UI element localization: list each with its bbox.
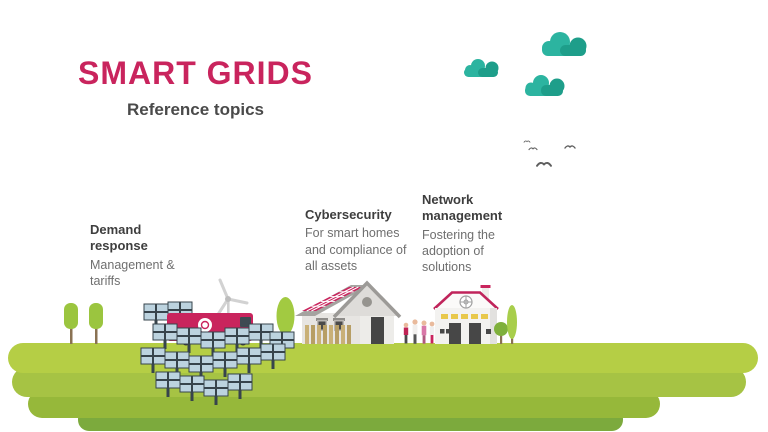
community-building	[433, 285, 499, 344]
solar-panel	[212, 351, 238, 377]
tree	[64, 303, 78, 329]
trees-right	[494, 305, 517, 344]
solar-panel	[236, 347, 262, 373]
small-window	[446, 329, 451, 334]
person	[429, 321, 435, 344]
small-window	[440, 329, 445, 334]
solar-panel	[140, 347, 166, 373]
solar-panel-field	[140, 323, 295, 405]
hill-band-1	[8, 343, 758, 373]
solar-panel	[176, 327, 202, 353]
solar-panel	[152, 323, 178, 349]
bird	[536, 161, 552, 167]
trees-left	[64, 303, 103, 344]
solar-panel	[200, 331, 226, 357]
rolling-hills	[8, 343, 758, 431]
people-group	[403, 319, 435, 344]
roof-edge	[332, 280, 402, 319]
house-door	[371, 317, 384, 344]
person	[412, 319, 418, 344]
house-window	[316, 318, 328, 331]
bird	[564, 145, 576, 149]
building-wall	[435, 308, 497, 344]
solar-panel	[203, 379, 229, 405]
person	[421, 320, 427, 344]
building-door	[469, 323, 481, 344]
smart-home-with-solar-roof	[295, 280, 402, 344]
birds	[523, 140, 576, 167]
tree	[507, 305, 517, 339]
page-title: SMART GRIDS	[78, 55, 313, 91]
rooftop-solar-array	[302, 286, 363, 312]
tree	[494, 322, 508, 336]
bird	[523, 140, 531, 143]
page-subtitle: Reference topics	[127, 100, 264, 119]
cloud	[464, 59, 499, 77]
gable-vent	[362, 297, 372, 307]
chimney	[482, 287, 489, 299]
topic-description: Management & tariffs	[90, 257, 175, 288]
cloud	[525, 75, 565, 96]
topic-network-management: Network management Fostering the adoptio…	[422, 192, 517, 275]
window-row	[441, 314, 488, 319]
bird	[528, 147, 538, 151]
compass-emblem-icon	[459, 295, 473, 309]
topic-title: Cybersecurity	[305, 207, 392, 222]
topic-description: For smart homes and compliance of all as…	[305, 226, 407, 273]
clouds	[464, 32, 587, 96]
solar-panel	[260, 343, 286, 369]
topic-description: Fostering the adoption of solutions	[422, 227, 495, 275]
roof-trim	[433, 291, 499, 310]
solar-panel	[227, 373, 253, 399]
tree	[89, 303, 103, 329]
topic-cybersecurity: Cybersecurity For smart homes and compli…	[305, 207, 415, 274]
building-door	[449, 323, 461, 344]
cloud	[542, 32, 587, 56]
topic-title: Demand response	[90, 222, 148, 254]
topic-title: Network management	[422, 192, 503, 224]
van-window	[240, 317, 251, 327]
small-window	[486, 329, 491, 334]
fence	[305, 325, 351, 344]
person	[403, 322, 409, 344]
topic-demand-response: Demand response Management & tariffs	[90, 222, 202, 289]
